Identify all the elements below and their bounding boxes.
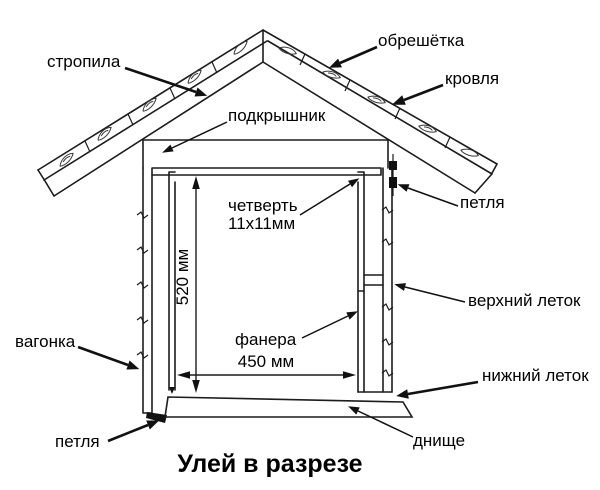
callout-arrows: [77, 45, 479, 443]
left-plywood-wall: [168, 171, 176, 391]
label-lower-entrance: нижний леток: [482, 366, 589, 385]
roof-right-rafter-bottom: [262, 61, 476, 194]
roof-right-top-line: [262, 29, 498, 165]
dimension-height-label: 520 мм: [173, 249, 192, 305]
arrow-hinge-top: [407, 187, 459, 207]
arrow-lathing: [339, 45, 378, 65]
label-hinge-top: петля: [460, 193, 505, 212]
upper-entrance-channel: [357, 274, 384, 292]
roof-right-eave-cap: [474, 163, 498, 194]
label-plywood: фанера: [235, 330, 297, 349]
label-bottom-board: днище: [413, 431, 465, 450]
roof-right-strip-bottom: [267, 40, 493, 175]
wood-grain-texture: [59, 40, 480, 167]
lathing-board-ticks: [84, 53, 451, 153]
paneling-joint-marks: [136, 206, 394, 377]
arrow-quarter: [299, 183, 351, 216]
arrow-hinge-bottom: [107, 423, 149, 443]
label-roof-cover: подкрышник: [228, 106, 326, 125]
arrow-lower-entrance: [407, 380, 479, 396]
diagram-title: Улей в разрезе: [177, 450, 362, 478]
arrow-plywood: [301, 315, 349, 339]
label-hinge-bottom: петля: [55, 432, 100, 451]
label-paneling: вагонка: [15, 332, 76, 351]
label-roofing: кровля: [445, 69, 499, 88]
left-plywood-bottom-tip: [169, 387, 175, 394]
arrow-upper-entrance: [404, 286, 466, 303]
hinge-bottom-detail: [146, 412, 167, 423]
bottom-board: [164, 396, 414, 418]
dimension-inner-width: 450 мм: [177, 352, 356, 379]
part-labels: стропила обрешётка кровля подкрышник чет…: [15, 31, 589, 451]
hinge-top-detail: [389, 154, 397, 196]
roof: [37, 29, 498, 197]
roof-left-rafter-bottom: [53, 61, 264, 197]
label-quarter-line1: четверть: [228, 196, 298, 215]
label-rafters: стропила: [47, 52, 121, 71]
roof-cover-box: [142, 139, 389, 176]
roof-left-eave-cap: [37, 169, 55, 197]
dimension-inner-height: 520 мм: [173, 176, 200, 393]
label-upper-entrance: верхний леток: [468, 291, 581, 310]
right-plywood-wall: [357, 171, 365, 393]
arrow-rafters: [124, 66, 197, 94]
arrow-roof-cover: [171, 121, 228, 149]
label-lathing: обрешётка: [378, 31, 465, 50]
roof-left-strip-bottom: [43, 40, 268, 181]
left-outer-wall: [142, 167, 153, 414]
right-outer-wall: [382, 167, 393, 393]
arrow-paneling: [77, 345, 129, 367]
ceiling-board: [151, 167, 382, 176]
label-quarter-line2: 11х11мм: [228, 214, 295, 233]
arrow-bottom-board: [357, 410, 414, 438]
arrow-roofing: [403, 83, 444, 102]
dimension-width-label: 450 мм: [238, 352, 294, 371]
